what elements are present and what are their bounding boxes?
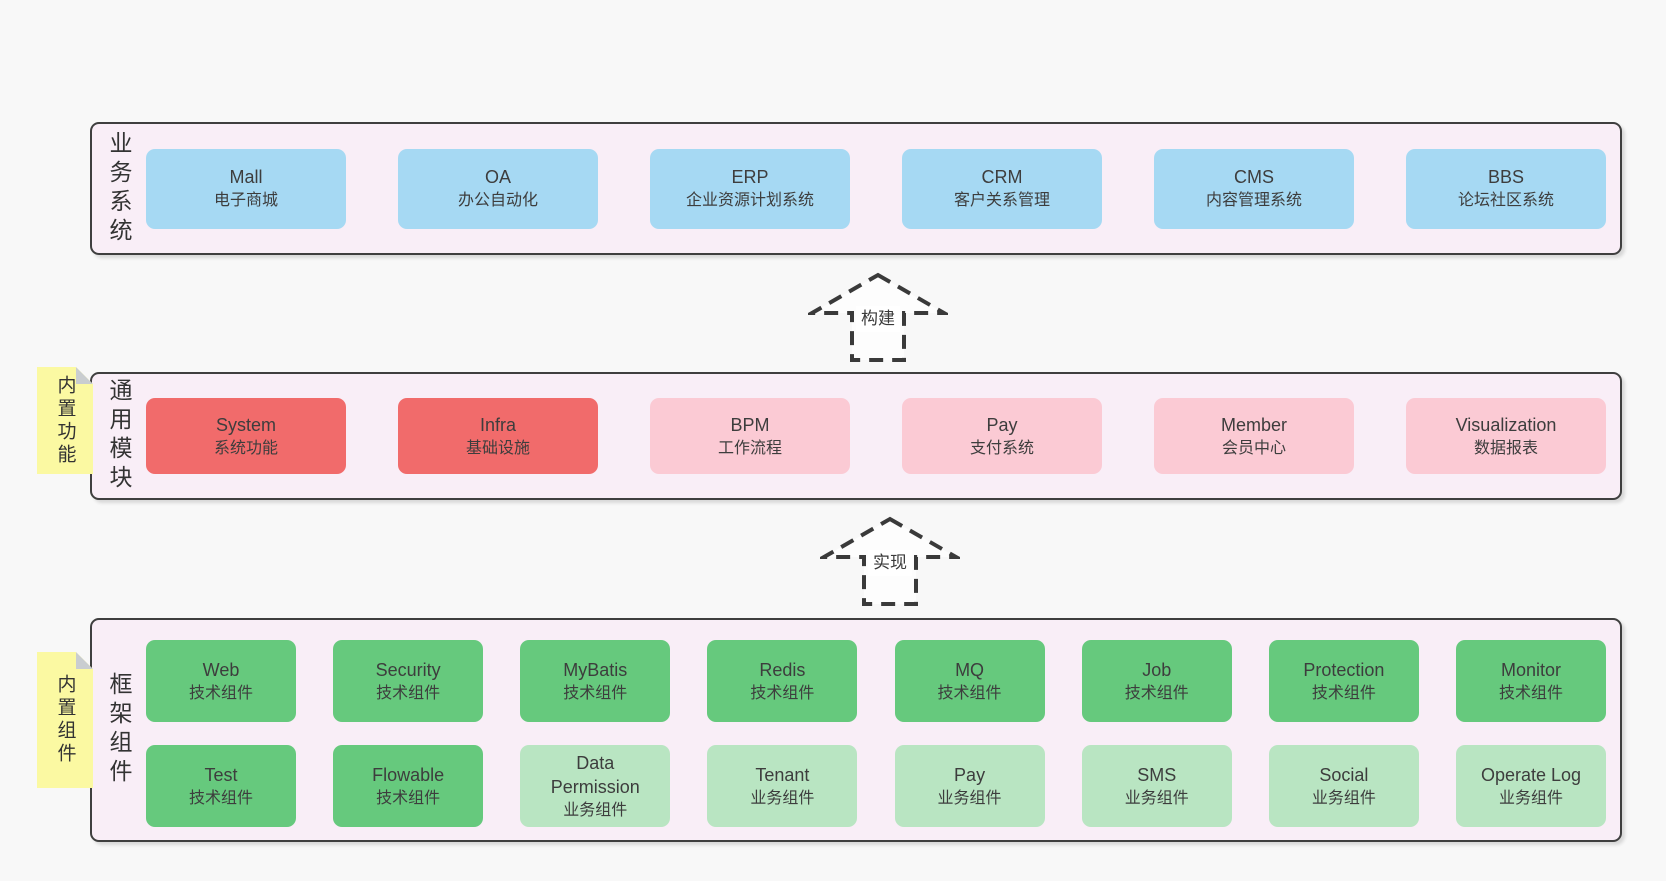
box-pay-system: Pay 支付系统 [902,398,1102,474]
layer-common-modules: 通用模块 System 系统功能 Infra 基础设施 BPM 工作流程 Pay… [90,372,1622,500]
modules-boxes-area: System 系统功能 Infra 基础设施 BPM 工作流程 Pay 支付系统… [146,374,1606,498]
box-oa: OA 办公自动化 [398,148,598,229]
box-mq: MQ 技术组件 [894,640,1045,722]
box-data-permission: Data Permission 业务组件 [520,745,671,827]
business-boxes-area: Mall 电子商城 OA 办公自动化 ERP 企业资源计划系统 CRM 客户关系… [146,124,1606,253]
box-erp: ERP 企业资源计划系统 [650,148,850,229]
box-redis: Redis 技术组件 [707,640,858,722]
layer-label-common-modules: 通用模块 [106,378,132,494]
box-member: Member 会员中心 [1154,398,1354,474]
box-flowable: Flowable 技术组件 [333,745,484,827]
box-bpm: BPM 工作流程 [650,398,850,474]
box-sms: SMS 业务组件 [1081,745,1232,827]
box-system: System 系统功能 [146,398,346,474]
layer-framework-components: 框架组件 Web 技术组件 Security 技术组件 MyBatis 技术组件… [90,618,1622,842]
box-social: Social 业务组件 [1268,745,1419,827]
arrow-implement-label: 实现 [868,550,912,576]
box-protection: Protection 技术组件 [1268,640,1419,722]
sticky-note-builtin-features: 内置功能 [37,367,93,474]
box-security: Security 技术组件 [333,640,484,722]
layer-label-framework-components: 框架组件 [106,672,132,788]
box-mybatis: MyBatis 技术组件 [520,640,671,722]
arrow-build-label: 构建 [856,306,900,332]
box-pay-component: Pay 业务组件 [894,745,1045,827]
layer-label-business-systems: 业务系统 [106,130,132,247]
components-boxes-area: Web 技术组件 Security 技术组件 MyBatis 技术组件 Redi… [146,620,1606,840]
layer-business-systems: 业务系统 Mall 电子商城 OA 办公自动化 ERP 企业资源计划系统 CRM… [90,122,1622,255]
box-mall: Mall 电子商城 [146,148,346,229]
box-job: Job 技术组件 [1081,640,1232,722]
box-bbs: BBS 论坛社区系统 [1406,148,1606,229]
box-cms: CMS 内容管理系统 [1154,148,1354,229]
box-visualization: Visualization 数据报表 [1406,398,1606,474]
box-web: Web 技术组件 [146,640,296,722]
box-monitor: Monitor 技术组件 [1455,640,1606,722]
box-tenant: Tenant 业务组件 [707,745,858,827]
box-test: Test 技术组件 [146,745,296,827]
box-crm: CRM 客户关系管理 [902,148,1102,229]
sticky-note-builtin-components: 内置组件 [37,652,93,788]
box-infra: Infra 基础设施 [398,398,598,474]
box-operate-log: Operate Log 业务组件 [1455,745,1606,827]
